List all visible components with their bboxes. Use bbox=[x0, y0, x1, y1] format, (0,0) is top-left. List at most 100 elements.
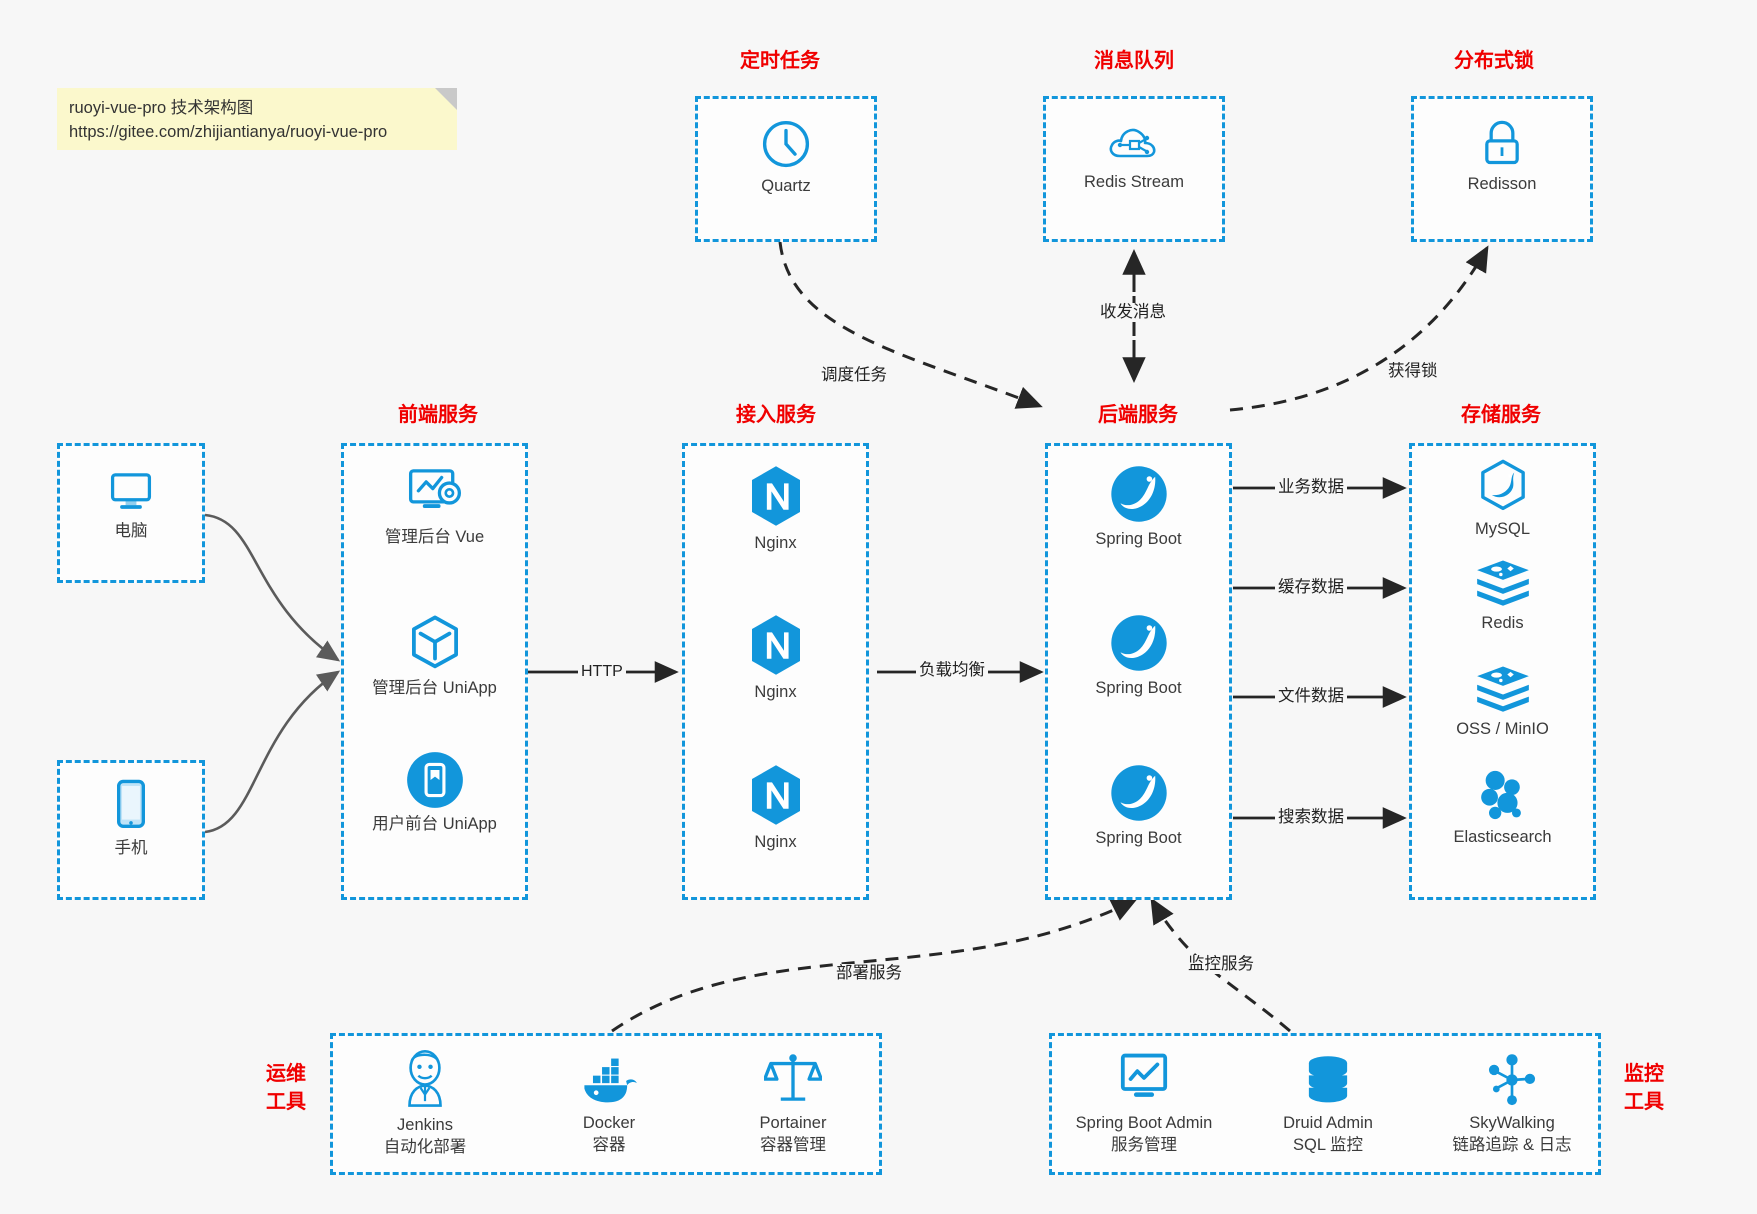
node-label: Elasticsearch bbox=[1453, 828, 1552, 846]
node-label: 用户前台 UniApp bbox=[372, 815, 497, 833]
mysql-dolphin-icon bbox=[1480, 459, 1525, 511]
node-label: Redis Stream bbox=[1084, 173, 1184, 191]
note-fold-corner bbox=[435, 88, 457, 110]
edge-label-cache-data: 缓存数据 bbox=[1275, 578, 1347, 597]
node-portainer[interactable]: Portainer 容器管理 bbox=[701, 1048, 885, 1156]
group-title-lock: 分布式锁 bbox=[1454, 50, 1534, 72]
cloud-stream-icon bbox=[1109, 128, 1156, 158]
node-label: OSS / MinIO bbox=[1456, 720, 1549, 738]
node-label: 管理后台 UniApp bbox=[372, 679, 497, 697]
clock-icon bbox=[762, 120, 810, 168]
node-label: SkyWalking bbox=[1469, 1114, 1555, 1132]
note-line-2: https://gitee.com/zhijiantianya/ruoyi-vu… bbox=[69, 123, 388, 141]
group-backend: Spring Boot Spring Boot Spring Boot bbox=[1045, 443, 1232, 900]
node-skywalking[interactable]: SkyWalking 链路追踪 & 日志 bbox=[1420, 1052, 1604, 1156]
node-quartz[interactable]: Quartz bbox=[698, 117, 874, 197]
node-spring-boot-2[interactable]: Spring Boot bbox=[1048, 613, 1229, 699]
group-lock: Redisson bbox=[1411, 96, 1593, 242]
node-label: Redisson bbox=[1467, 175, 1537, 193]
mobile-phone-icon bbox=[117, 779, 145, 828]
group-title-monitor-line1: 监控 bbox=[1624, 1063, 1664, 1085]
dashboard-gear-icon bbox=[408, 469, 461, 509]
group-title-devops-line2: 工具 bbox=[266, 1091, 306, 1113]
node-label: Druid Admin bbox=[1283, 1114, 1373, 1132]
node-label: Spring Boot bbox=[1095, 829, 1182, 847]
edge-label-file-data: 文件数据 bbox=[1275, 687, 1347, 706]
node-sublabel: 自动化部署 bbox=[383, 1138, 467, 1156]
node-user-uniapp[interactable]: 用户前台 UniApp bbox=[344, 751, 525, 835]
group-title-gateway: 接入服务 bbox=[736, 404, 816, 426]
monitor-chart-icon bbox=[1120, 1053, 1168, 1097]
info-note: ruoyi-vue-pro 技术架构图 https://gitee.com/zh… bbox=[57, 88, 457, 150]
group-scheduler: Quartz bbox=[695, 96, 877, 242]
group-title-scheduler: 定时任务 bbox=[740, 50, 820, 72]
node-admin-vue[interactable]: 管理后台 Vue bbox=[344, 464, 525, 548]
node-elasticsearch[interactable]: Elasticsearch bbox=[1412, 768, 1593, 848]
node-label: Nginx bbox=[754, 833, 797, 851]
padlock-icon bbox=[1485, 120, 1519, 165]
node-spring-boot-3[interactable]: Spring Boot bbox=[1048, 763, 1229, 849]
node-label: Portainer bbox=[759, 1114, 827, 1132]
node-oss-minio[interactable]: OSS / MinIO bbox=[1412, 662, 1593, 740]
node-mysql[interactable]: MySQL bbox=[1412, 458, 1593, 540]
edge-label-business-data: 业务数据 bbox=[1275, 478, 1347, 497]
redis-stack-icon bbox=[1476, 560, 1529, 606]
cube-icon bbox=[411, 615, 458, 669]
group-monitor: Spring Boot Admin 服务管理 Druid Admin SQL 监… bbox=[1049, 1033, 1601, 1175]
node-sublabel: SQL 监控 bbox=[1293, 1136, 1363, 1154]
node-phone[interactable]: 手机 bbox=[60, 777, 202, 859]
node-redis[interactable]: Redis bbox=[1412, 556, 1593, 634]
node-docker[interactable]: Docker 容器 bbox=[517, 1054, 701, 1156]
group-frontend: 管理后台 Vue 管理后台 UniApp 用户前台 UniApp bbox=[341, 443, 528, 900]
mobile-app-icon bbox=[406, 752, 463, 808]
elasticsearch-icon bbox=[1480, 770, 1521, 820]
group-title-devops-line1: 运维 bbox=[266, 1063, 306, 1085]
node-jenkins[interactable]: Jenkins 自动化部署 bbox=[333, 1048, 517, 1158]
edge-label-send-receive-message: 收发消息 bbox=[1097, 303, 1169, 322]
edge-label-http: HTTP bbox=[578, 662, 626, 681]
node-nginx-1[interactable]: Nginx bbox=[685, 464, 866, 554]
edge-label-load-balance: 负载均衡 bbox=[916, 661, 988, 680]
docker-whale-icon bbox=[584, 1058, 637, 1103]
node-sublabel: 容器 bbox=[592, 1136, 626, 1154]
node-label: Spring Boot Admin bbox=[1075, 1114, 1213, 1132]
node-label: Nginx bbox=[754, 683, 797, 701]
node-label: Spring Boot bbox=[1095, 530, 1182, 548]
group-storage: MySQL Redis OSS / MinIO bbox=[1409, 443, 1596, 900]
node-redisson[interactable]: Redisson bbox=[1414, 117, 1590, 195]
edge-label-search-data: 搜索数据 bbox=[1275, 808, 1347, 827]
node-computer[interactable]: 电脑 bbox=[60, 464, 202, 542]
node-sublabel: 服务管理 bbox=[1111, 1136, 1177, 1154]
spring-leaf-icon bbox=[1110, 765, 1167, 821]
spring-leaf-icon bbox=[1110, 466, 1167, 522]
node-redis-stream[interactable]: Redis Stream bbox=[1046, 117, 1222, 193]
desktop-monitor-icon bbox=[110, 473, 152, 509]
group-devops: Jenkins 自动化部署 Docker 容器 bbox=[330, 1033, 882, 1175]
group-title-monitor: 监控 工具 bbox=[1613, 1060, 1675, 1116]
node-spring-boot-1[interactable]: Spring Boot bbox=[1048, 464, 1229, 550]
database-stack-icon bbox=[1308, 1056, 1348, 1103]
nginx-icon bbox=[751, 765, 800, 825]
group-title-devops: 运维 工具 bbox=[255, 1060, 317, 1116]
note-line-1: ruoyi-vue-pro 技术架构图 bbox=[69, 99, 254, 117]
node-nginx-2[interactable]: Nginx bbox=[685, 613, 866, 703]
node-druid-admin[interactable]: Druid Admin SQL 监控 bbox=[1236, 1054, 1420, 1156]
skywalking-nodes-icon bbox=[1488, 1054, 1536, 1106]
node-label: 电脑 bbox=[114, 522, 148, 540]
node-admin-uniapp[interactable]: 管理后台 UniApp bbox=[344, 613, 525, 699]
group-title-frontend: 前端服务 bbox=[398, 404, 478, 426]
node-spring-boot-admin[interactable]: Spring Boot Admin 服务管理 bbox=[1052, 1050, 1236, 1156]
group-client-desktop: 电脑 bbox=[57, 443, 205, 583]
group-title-backend: 后端服务 bbox=[1098, 404, 1178, 426]
node-nginx-3[interactable]: Nginx bbox=[685, 763, 866, 853]
node-sublabel: 容器管理 bbox=[760, 1136, 826, 1154]
minio-stack-icon bbox=[1476, 666, 1529, 712]
node-label: Quartz bbox=[761, 177, 811, 195]
edge-label-schedule-task: 调度任务 bbox=[818, 366, 890, 385]
group-title-monitor-line2: 工具 bbox=[1624, 1091, 1664, 1113]
node-label: 管理后台 Vue bbox=[384, 528, 485, 546]
node-label: Jenkins bbox=[397, 1116, 453, 1134]
node-label: Docker bbox=[582, 1114, 636, 1132]
edge-label-deploy-service: 部署服务 bbox=[833, 964, 905, 983]
